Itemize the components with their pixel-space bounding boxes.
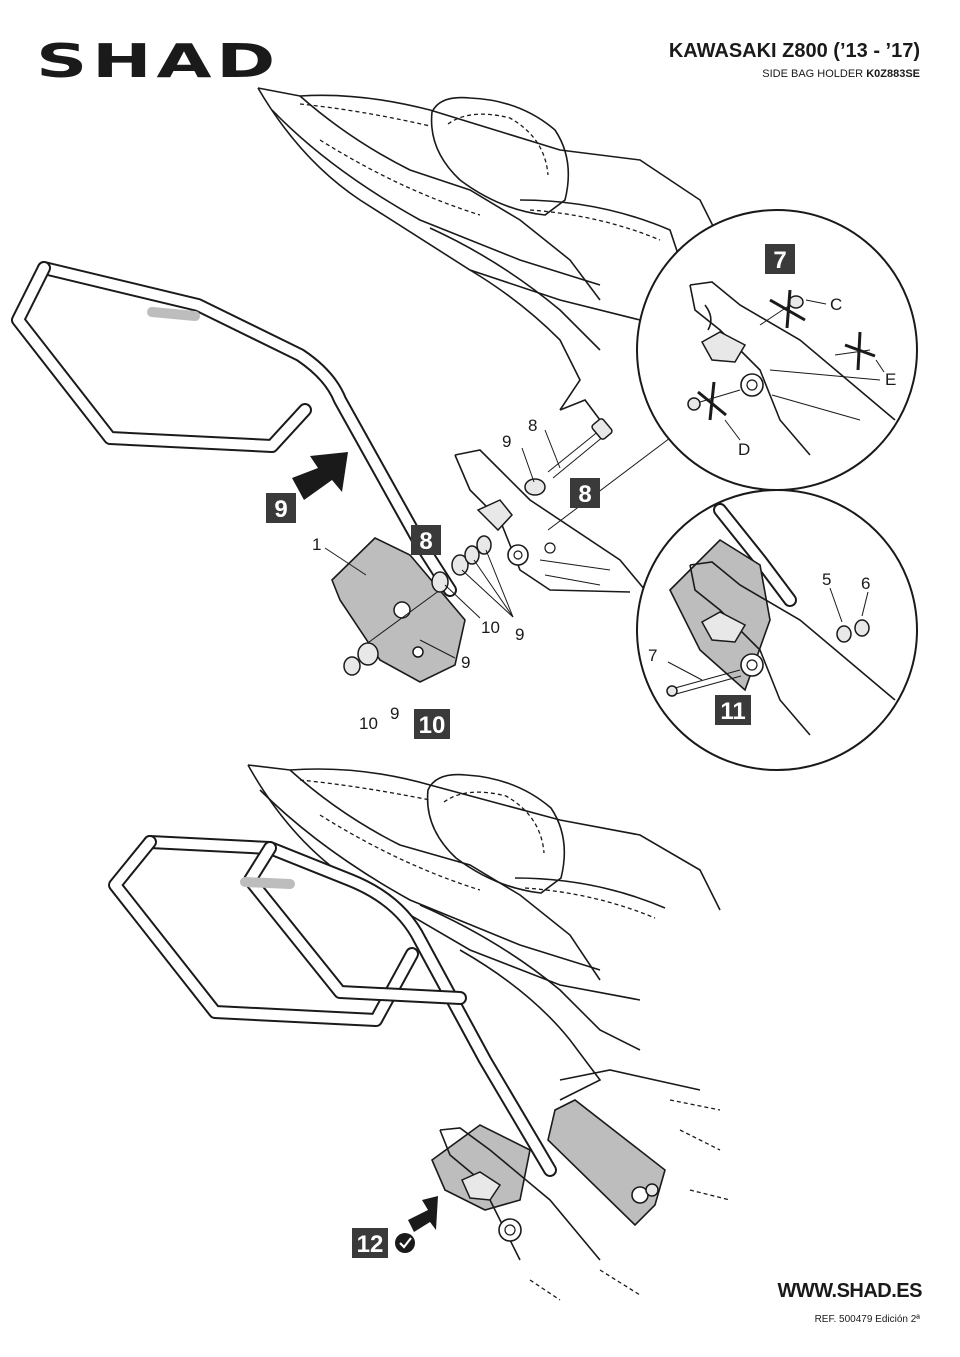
callout-D: D: [738, 440, 750, 459]
check-icon: [395, 1233, 415, 1253]
callout-part-1: 1: [312, 535, 321, 554]
svg-text:10: 10: [419, 712, 446, 739]
svg-text:8: 8: [419, 528, 432, 555]
svg-text:11: 11: [720, 698, 745, 725]
step-box-7: 7: [765, 244, 795, 274]
arrow-icon-12: [408, 1196, 438, 1232]
website-url[interactable]: WWW.SHAD.ES: [777, 1280, 923, 1302]
step-box-8-detail: 8: [570, 478, 600, 508]
svg-text:12: 12: [357, 1231, 384, 1258]
callout-part-9-c: 9: [390, 704, 399, 723]
callout-part-6: 6: [861, 574, 870, 593]
svg-text:9: 9: [274, 496, 287, 523]
callout-part-9-top: 9: [502, 432, 511, 451]
bracket-mount-bottom: [431, 1099, 666, 1301]
arrow-icon: [292, 452, 348, 500]
subframe-mount-mid: [454, 449, 646, 601]
svg-text:8: 8: [578, 481, 591, 508]
subtitle-prefix: SIDE BAG HOLDER: [762, 68, 864, 80]
callout-part-5: 5: [822, 570, 831, 589]
leader-lines-top: [324, 429, 671, 659]
step-box-10: 10: [414, 709, 450, 739]
svg-text:7: 7: [773, 247, 786, 274]
callout-part-9-b: 9: [461, 653, 470, 672]
washers-group: [343, 418, 613, 676]
detail-circle-7: [636, 209, 918, 491]
step-box-12: 12: [352, 1228, 388, 1258]
callout-part-7: 7: [648, 646, 657, 665]
product-code: K0Z883SE: [866, 68, 920, 80]
callout-E: E: [885, 370, 896, 389]
detail-circle-11: [636, 489, 918, 771]
page-title: KAWASAKI Z800 (’13 - ’17): [668, 40, 920, 62]
motorcycle-tail-top: [257, 87, 721, 421]
callout-part-10-a: 10: [481, 618, 500, 637]
step-box-8-plate: 8: [411, 525, 441, 555]
page-subtitle: SIDE BAG HOLDER K0Z883SE: [762, 68, 920, 80]
callout-C: C: [830, 295, 842, 314]
reference-number: REF. 500479 Edición 2ª: [814, 1314, 920, 1325]
callout-part-8: 8: [528, 416, 537, 435]
step-box-9: 9: [266, 493, 296, 523]
callout-part-10-b: 10: [359, 714, 378, 733]
callout-part-9-a: 9: [515, 625, 524, 644]
side-bag-frame-bottom: [108, 835, 557, 1177]
step-box-11: 11: [715, 695, 751, 725]
shad-logo: SHAD: [36, 34, 281, 88]
side-bag-frame-top: [11, 261, 457, 597]
